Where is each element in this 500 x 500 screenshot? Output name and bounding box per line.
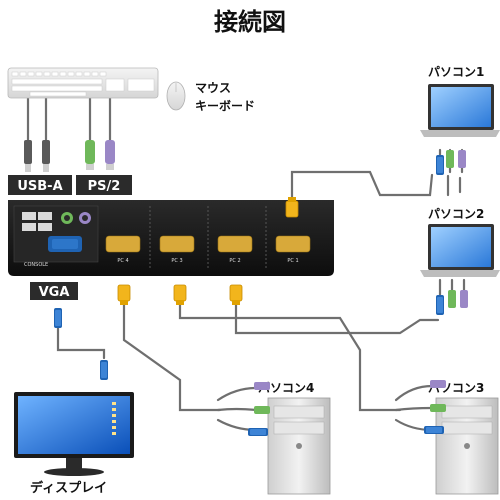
laptop2-ps2-purple (460, 290, 468, 308)
pc1-label: パソコン1 (428, 65, 484, 79)
pc2-label: パソコン2 (428, 207, 484, 221)
usb-connectors (24, 140, 50, 172)
port-label-pc2: PC 2 (229, 258, 240, 264)
laptop1-ps2-green (446, 150, 454, 168)
display-label: ディスプレイ (30, 480, 107, 496)
yellow-connector-pc2 (229, 284, 243, 306)
tower3-ps2-purple (430, 380, 446, 388)
keyboard-label: キーボード (195, 98, 255, 113)
tower-pc3 (435, 397, 499, 495)
vga-label: VGA (39, 285, 70, 300)
laptop1-ps2-purple (458, 150, 466, 168)
port-label-pc1: PC 1 (287, 258, 298, 264)
page-title: 接続図 (214, 8, 286, 36)
mouse-label: マウス (195, 81, 231, 95)
port-label-pc3: PC 3 (171, 258, 182, 264)
tower4-ps2-green (254, 406, 270, 414)
kvm-switch: CONSOLE PC 4 PC 3 PC 2 PC 1 (8, 200, 334, 276)
vga-connector-console (54, 308, 62, 328)
display-monitor (14, 392, 134, 476)
vga-connector-display (100, 360, 108, 380)
tower4-ps2-purple (254, 382, 270, 390)
laptop2-vga-connector (436, 295, 444, 315)
laptop1-vga-connector (436, 155, 444, 175)
laptop2-ps2-green (448, 290, 456, 308)
console-label: CONSOLE (24, 262, 48, 268)
laptop-pc2 (420, 224, 500, 277)
tower3-ps2-green (430, 404, 446, 412)
ps2-connectors (85, 140, 115, 170)
mouse (166, 81, 186, 111)
tower-pc4 (267, 397, 331, 495)
yellow-connector-pc4 (117, 284, 131, 306)
keyboard (7, 67, 159, 99)
pc4-label: パソコン4 (258, 381, 314, 395)
usb-a-label: USB-A (17, 179, 62, 194)
yellow-connector-pc3 (173, 284, 187, 306)
tower3-vga-connector (424, 426, 444, 434)
tower4-vga-connector (248, 428, 268, 436)
port-label-pc4: PC 4 (117, 258, 128, 264)
ps2-label: PS/2 (88, 179, 121, 194)
laptop-pc1 (420, 84, 500, 137)
